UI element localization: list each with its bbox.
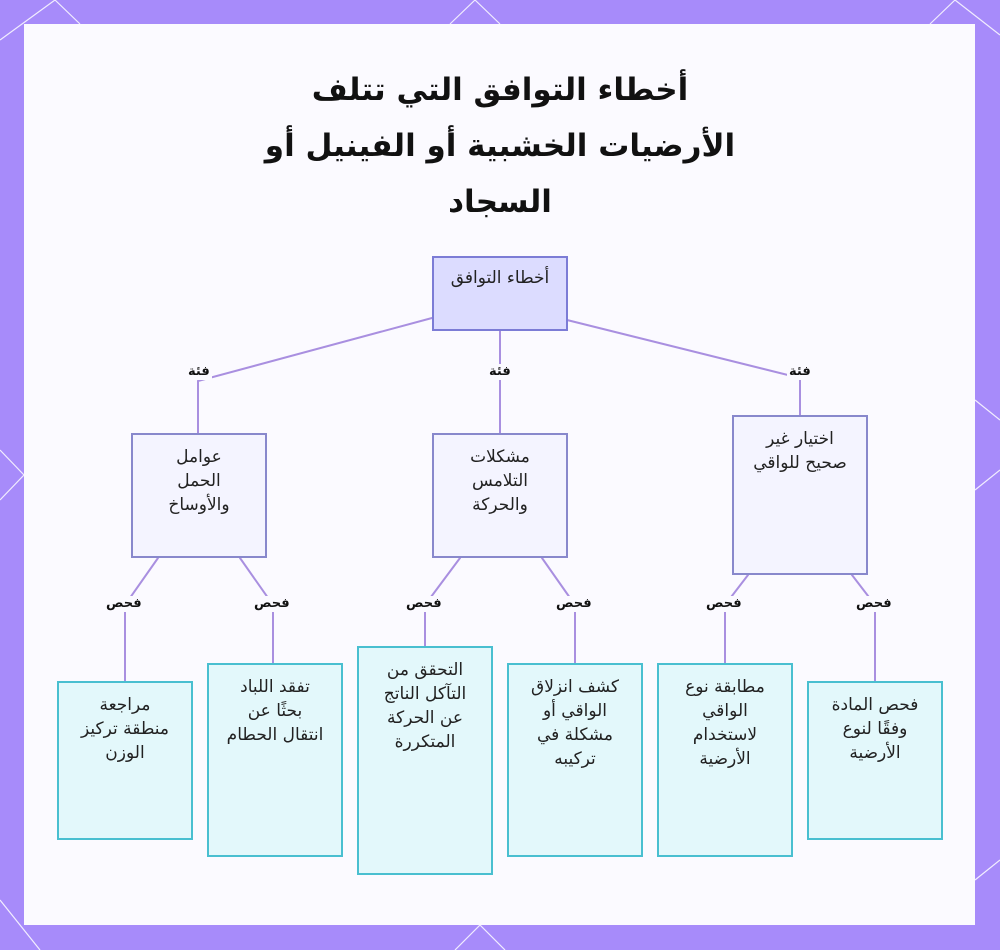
leaf-node-label: فحص المادة وفقًا لنوع الأرضية (831, 695, 919, 763)
edge-label-category-2: فئة (487, 364, 513, 380)
leaf-node-label: كشف انزلاق الواقي أو مشكلة في تركيبه (531, 677, 619, 769)
root-node: أخطاء التوافق (432, 256, 568, 331)
category-node-label: عوامل الحمل والأوساخ (168, 447, 230, 515)
edge-label-category-1: فئة (186, 364, 212, 380)
edge-category-3-to-leaf-5 (724, 574, 749, 664)
category-node-label: مشكلات التلامس والحركة (470, 447, 530, 515)
edge-category-3-to-leaf-6 (851, 574, 876, 682)
edge-label-check-6: فحص (854, 596, 894, 612)
leaf-node-match-protector-type: مطابقة نوع الواقي لاستخدام الأرضية (657, 663, 793, 857)
leaf-node-label: التحقق من التآكل الناتج عن الحركة المتكر… (383, 660, 467, 752)
edge-label-check-5: فحص (704, 596, 744, 612)
edge-label-check-1: فحص (104, 596, 144, 612)
leaf-node-label: مراجعة منطقة تركيز الوزن (80, 695, 169, 763)
root-node-label: أخطاء التوافق (450, 268, 550, 288)
edge-root-to-category-3 (566, 319, 801, 416)
category-node-wrong-protector: اختيار غير صحيح للواقي (732, 415, 868, 575)
category-node-contact-movement: مشكلات التلامس والحركة (432, 433, 568, 558)
edge-root-to-category-1 (197, 317, 433, 434)
diagram-title: أخطاء التوافق التي تتلف الأرضيات الخشبية… (264, 72, 736, 220)
leaf-node-label: مطابقة نوع الواقي لاستخدام الأرضية (685, 677, 765, 769)
edge-label-check-2: فحص (252, 596, 292, 612)
leaf-node-weight-concentration: مراجعة منطقة تركيز الوزن (57, 681, 193, 840)
category-node-label: اختيار غير صحيح للواقي (753, 429, 847, 473)
edge-label-category-3: فئة (787, 364, 813, 380)
edge-label-check-3: فحص (404, 596, 444, 612)
leaf-node-check-material: فحص المادة وفقًا لنوع الأرضية (807, 681, 943, 840)
leaf-node-label: تفقد اللباد بحثًا عن انتقال الحطام (226, 677, 324, 745)
leaf-node-felt-debris: تفقد اللباد بحثًا عن انتقال الحطام (207, 663, 343, 857)
edge-label-check-4: فحص (554, 596, 594, 612)
category-node-load-dirt: عوامل الحمل والأوساخ (131, 433, 267, 558)
edge-category-1-to-leaf-1 (124, 557, 159, 682)
leaf-node-protector-slip: كشف انزلاق الواقي أو مشكلة في تركيبه (507, 663, 643, 857)
leaf-node-wear-repeated-motion: التحقق من التآكل الناتج عن الحركة المتكر… (357, 646, 493, 875)
